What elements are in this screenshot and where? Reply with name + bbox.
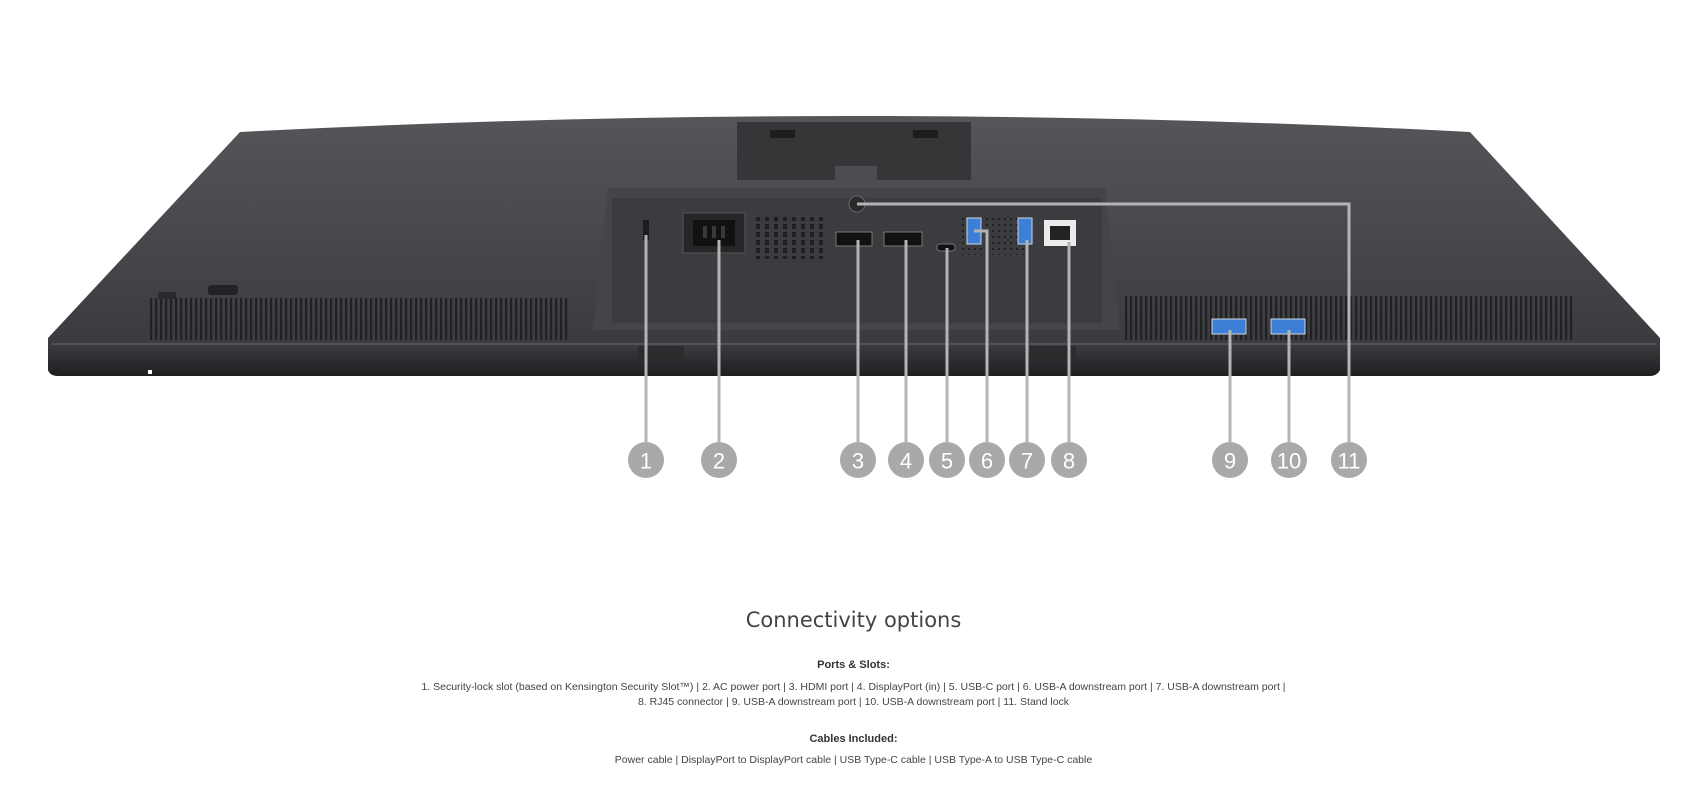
vent-left	[150, 298, 570, 340]
leader-lines	[644, 202, 1351, 442]
callout-number: 1	[640, 449, 652, 474]
callout-9: 9	[1212, 442, 1248, 478]
displayport-port	[883, 231, 923, 247]
callout-number: 9	[1224, 449, 1236, 474]
callout-4: 4	[888, 442, 924, 478]
ports-heading: Ports & Slots:	[817, 659, 890, 671]
callout-number: 3	[852, 449, 864, 474]
security-slot	[643, 220, 649, 240]
ports-line-2: 8. RJ45 connector | 9. USB-A downstream …	[637, 696, 1070, 708]
callout-10: 10	[1271, 442, 1307, 478]
hdmi-port	[835, 231, 873, 247]
monitor-rear-illustration: 1 2 3 4 5 6 7	[48, 116, 1660, 478]
callout-3: 3	[840, 442, 876, 478]
callout-markers: 1 2 3 4 5 6 7	[628, 442, 1367, 478]
cables-heading: Cables Included:	[809, 733, 898, 745]
usb-a-port-7	[1017, 217, 1033, 245]
callout-2: 2	[701, 442, 737, 478]
ports-line-1: 1. Security-lock slot (based on Kensingt…	[421, 681, 1286, 693]
callout-number: 6	[981, 449, 993, 474]
callout-8: 8	[1051, 442, 1087, 478]
callout-6: 6	[969, 442, 1005, 478]
section-title: Connectivity options	[745, 608, 962, 632]
callout-number: 8	[1063, 449, 1075, 474]
callout-number: 7	[1021, 449, 1033, 474]
callout-number: 5	[941, 449, 953, 474]
callout-number: 11	[1338, 449, 1361, 474]
callout-number: 4	[900, 449, 912, 474]
callout-number: 10	[1277, 449, 1301, 474]
callout-7: 7	[1009, 442, 1045, 478]
callout-5: 5	[929, 442, 965, 478]
callout-1: 1	[628, 442, 664, 478]
callout-number: 2	[713, 449, 725, 474]
callout-11: 11	[1331, 442, 1367, 478]
monitor-bottom-edge	[48, 343, 1660, 376]
cables-text: Power cable | DisplayPort to DisplayPort…	[614, 754, 1093, 766]
